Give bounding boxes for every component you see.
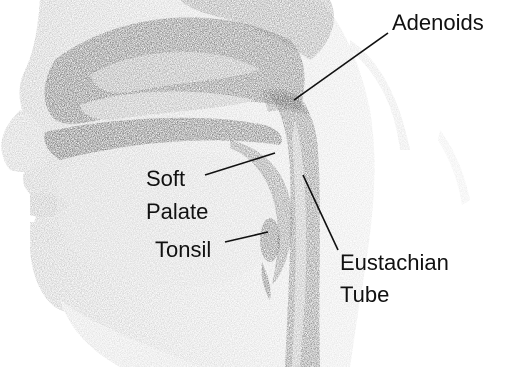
eustachian-tube-label-line2: Tube: [340, 282, 389, 307]
tonsil-label: Tonsil: [155, 237, 211, 262]
soft-palate-label-line2: Palate: [146, 199, 208, 224]
soft-palate-label-line1: Soft: [146, 166, 185, 191]
eustachian-tube-label-line1: Eustachian: [340, 250, 449, 275]
adenoids-label: Adenoids: [392, 10, 484, 35]
